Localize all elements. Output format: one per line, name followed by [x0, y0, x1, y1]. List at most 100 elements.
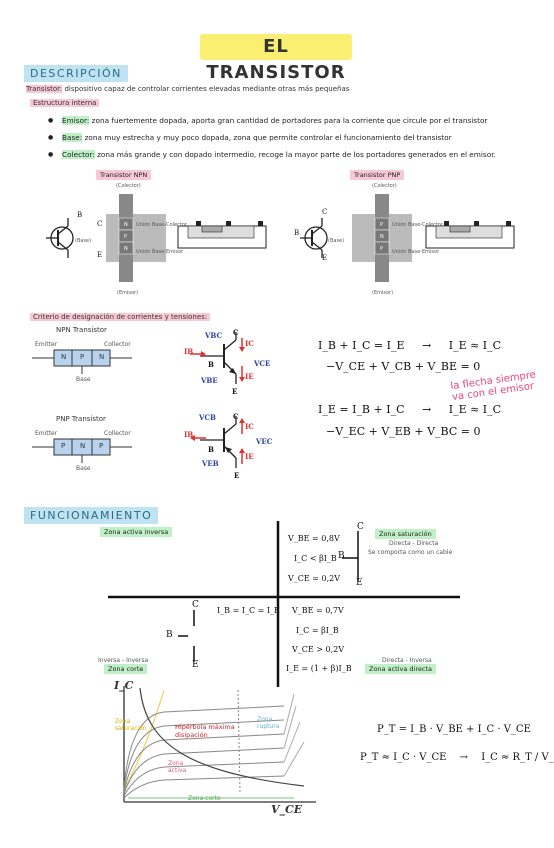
pnp-collector-label: Collector: [104, 430, 131, 437]
npn-side-e: E: [97, 251, 103, 259]
colector-text: zona más grande y con dopado intermedio,…: [97, 150, 496, 159]
intro-line: Transistor: dispositivo capaz de control…: [26, 85, 349, 93]
ic-approx: I_C ≈ R_T / V_CE: [481, 752, 554, 763]
pnp-pin-c: C: [322, 208, 328, 216]
npn-sym-e: E: [232, 387, 238, 396]
pnp-title: PNP Transistor: [56, 415, 106, 423]
pnp-block-p1: P: [61, 442, 66, 450]
zona-activa-inversa-label: Zona activa inversa: [100, 527, 173, 537]
inv-eq: I_B = I_C = I_E: [217, 606, 280, 615]
act-eq-3: I_E = (1 + β)I_B: [286, 664, 352, 673]
list-item: Colector: zona más grande y con dopado i…: [48, 146, 496, 163]
inv-sym-c: C: [192, 600, 199, 610]
npn-colector-label: (Colector): [116, 183, 141, 189]
npn-layer-2: P: [124, 234, 128, 240]
emisor-text: zona fuertemente dopada, aporta gran can…: [91, 116, 488, 125]
pnp-ic: IC: [245, 422, 254, 431]
list-item: Base: zona muy estrecha y muy poco dopad…: [48, 129, 496, 146]
criterio-label: Criterio de designación de corrientes y …: [30, 313, 211, 321]
npn-layer-1: N: [124, 222, 128, 228]
sat-symbol: [342, 531, 359, 581]
pnp-emitter-label: Emitter: [35, 430, 58, 437]
pnp-pin-e: E: [322, 254, 328, 262]
pnp-base-label: (Base): [328, 238, 345, 244]
act-eq-0: V_BE = 0,7V: [292, 606, 344, 615]
pnp-layer-2: N: [380, 234, 384, 240]
pnp-block: [32, 438, 132, 463]
eq-arrow-2: →: [422, 403, 432, 416]
pnp-emisor-label: (Emisor): [372, 290, 394, 296]
pnp-block-p2: P: [99, 442, 104, 450]
sat-sub: Directa - Directa: [389, 540, 439, 547]
eq-npn-1a: I_B + I_C = I_E: [318, 339, 405, 352]
npn-title: NPN Transistor: [56, 326, 107, 334]
list-item: Emisor: zona fuertemente dopada, aporta …: [48, 112, 496, 129]
npn-emitter-label: Emitter: [35, 341, 58, 348]
npn-block-n1: N: [61, 353, 67, 361]
eq-npn-2: −V_CE + V_CB + V_BE = 0: [326, 360, 481, 373]
npn-vce: VCE: [254, 359, 271, 368]
act-eq-2: V_CE > 0,2V: [292, 645, 345, 654]
emisor-term: Emisor:: [62, 116, 90, 125]
pnp-veb: VEB: [202, 459, 219, 468]
pnp-sym-e: E: [234, 471, 240, 480]
estructura-label: Estructura interna: [30, 99, 100, 107]
npn-base-text: Base: [76, 376, 91, 383]
sat-eq-0: V_BE = 0,8V: [288, 534, 340, 543]
colector-term: Colector:: [62, 150, 95, 159]
funcionamiento-header: FUNCIONAMIENTO: [24, 507, 159, 524]
zona-saturacion-label: Zona saturación: [375, 529, 436, 539]
npn-emisor-label: (Emisor): [117, 290, 139, 296]
npn-union-be: Unión Base-Emisor: [136, 249, 184, 255]
descripcion-header: DESCRIPCIÓN: [24, 65, 128, 82]
graph-zona-ruptura: Zona ruptura: [257, 716, 280, 730]
graph-hiperbola: Hipérbola máxima disipación: [175, 723, 235, 739]
npn-ib: IB: [184, 347, 194, 356]
ic-vce-graph: [123, 686, 316, 803]
eq-npn-1b: I_E ≈ I_C: [448, 339, 502, 352]
npn-layer-3: N: [124, 246, 128, 252]
act-eq-1: I_C = βI_B: [296, 626, 339, 635]
graph-zona-corte: Zona corte: [188, 795, 221, 802]
pnp-base-text: Base: [76, 465, 91, 472]
npn-sym-b: B: [208, 360, 214, 369]
base-text: zona muy estrecha y muy poco dopada, zon…: [84, 133, 452, 142]
pnp-block-n: N: [80, 442, 86, 450]
npn-current-symbol: [190, 332, 245, 384]
npn-structure-diagram: [46, 194, 267, 282]
sat-sym-c: C: [357, 522, 364, 532]
eq-pnp-1a: I_E = I_B + I_C: [318, 403, 405, 416]
npn-union-bc: Unión Base-Colector: [136, 222, 187, 228]
npn-vbc: VBC: [205, 331, 223, 340]
pnp-layer-3: P: [380, 246, 384, 252]
pnp-pin-b: B: [294, 229, 300, 237]
pt-eq-2: P_T ≈ I_C · V_CE → I_C ≈ R_T / V_CE: [360, 752, 554, 763]
npn-ie: IE: [245, 372, 254, 381]
graph-y-axis: I_C: [114, 679, 134, 692]
pnp-sym-c: C: [233, 412, 239, 421]
base-term: Base:: [62, 133, 83, 142]
sat-sym-b: B: [338, 551, 345, 561]
graph-x-axis: V_CE: [271, 803, 303, 816]
pnp-vcb: VCB: [199, 413, 216, 422]
npn-block-n2: N: [99, 353, 105, 361]
npn-label: Transistor NPN: [96, 170, 152, 180]
pt-approx: P_T ≈ I_C · V_CE: [360, 752, 447, 763]
pnp-colector-label: (Colector): [372, 183, 397, 189]
pt-eq: P_T = I_B · V_BE + I_C · V_CE: [377, 724, 531, 735]
page-title: EL TRANSISTOR: [200, 34, 352, 83]
npn-ic: IC: [245, 339, 254, 348]
act-sub: Directa - Inversa: [382, 657, 432, 664]
corte-sub: Inversa - Inversa: [98, 657, 149, 664]
inv-symbol: [178, 610, 195, 662]
estructura-list: Emisor: zona fuertemente dopada, aporta …: [48, 112, 496, 163]
npn-base-label: (Base): [75, 238, 92, 244]
npn-vbe: VBE: [201, 376, 218, 385]
intro-text: dispositivo capaz de controlar corriente…: [64, 85, 350, 93]
eq-pnp-2: −V_EC + V_EB + V_BC = 0: [326, 425, 481, 438]
npn-side-c: C: [97, 220, 103, 228]
npn-collector-label: Collector: [104, 341, 131, 348]
npn-block: [32, 349, 132, 374]
eq-pnp-1b: I_E ≈ I_C: [448, 403, 502, 416]
inv-sym-b: B: [166, 630, 173, 640]
